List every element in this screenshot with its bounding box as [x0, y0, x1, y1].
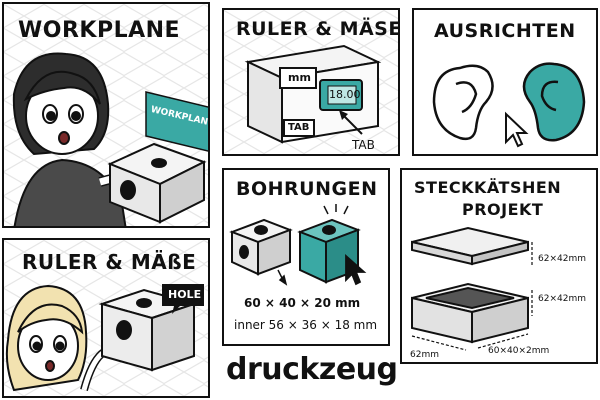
- panel-title-ruler-bottom: RULER & MÄßE: [22, 250, 197, 274]
- ruler-field-unit: mm: [288, 71, 311, 84]
- ruler-bottom-cube: [98, 288, 198, 372]
- lid-plate: [411, 226, 529, 266]
- steck-dim-length: 60×40×2mm: [488, 346, 550, 356]
- hole-badge-text: HOLE: [168, 288, 202, 301]
- steck-dim-lid: 62×42mm: [538, 254, 586, 264]
- panel-title-workplane: WORKPLANE: [18, 18, 181, 43]
- ruler-tab-key: TAB: [288, 122, 310, 133]
- workplane-illustration: [12, 52, 208, 226]
- panel-title-ausrichten: AUSRICHTEN: [434, 20, 576, 42]
- workplane-cube: [107, 142, 207, 224]
- panel-title-bohrungen: BOHRUNGEN: [236, 178, 378, 200]
- ear-teal-icon: [522, 62, 586, 142]
- ruler-tab-arrow-label: TAB: [352, 138, 375, 152]
- panel-ruler-top: RULER & MÄSE mm 18.00 TAB TAB: [222, 8, 400, 156]
- bohrungen-illustration: [229, 204, 367, 286]
- cursor-icon: [345, 253, 367, 286]
- panel-workplane: WORKPLANE WORKPLANE: [2, 2, 210, 228]
- steck-dim-box: 62×42mm: [538, 294, 586, 304]
- box-body: [411, 282, 529, 344]
- ausrichten-illustration: [432, 62, 586, 148]
- panel-ruler-bottom: RULER & MÄßE HOLE: [2, 238, 210, 398]
- steck-illustration: [411, 226, 533, 351]
- panel-title-steck-1: STECKKÄTSHEN: [414, 178, 562, 197]
- panel-ausrichten: AUSRICHTEN: [412, 8, 598, 156]
- panel-bohrungen: BOHRUNGEN 60 × 40 × 20 mm inner 56 × 36 …: [222, 168, 390, 346]
- cursor-icon: [505, 111, 529, 148]
- ear-outline-icon: [432, 64, 494, 141]
- cube-white: [229, 218, 293, 276]
- girl-character-2: [5, 284, 107, 392]
- brand-logo: druckzeug: [226, 352, 398, 387]
- bohrungen-inner-dims: inner 56 × 36 × 18 mm: [234, 318, 378, 332]
- panel-title-steck-2: PROJEKT: [462, 200, 544, 219]
- steck-dim-width: 62mm: [410, 350, 439, 360]
- panel-steck: STECKKÄTSHEN PROJEKT 62×42mm 62×42mm 62m…: [400, 168, 598, 364]
- hole-badge: [162, 284, 204, 314]
- bohrungen-outer-dims: 60 × 40 × 20 mm: [244, 296, 361, 310]
- ruler-bottom-illustration: [5, 284, 204, 392]
- workplane-sign: [145, 91, 208, 152]
- ruler-field-value: 18.00: [329, 88, 361, 101]
- panel-title-ruler-top: RULER & MÄSE: [236, 18, 400, 40]
- ruler-illustration: [244, 44, 382, 144]
